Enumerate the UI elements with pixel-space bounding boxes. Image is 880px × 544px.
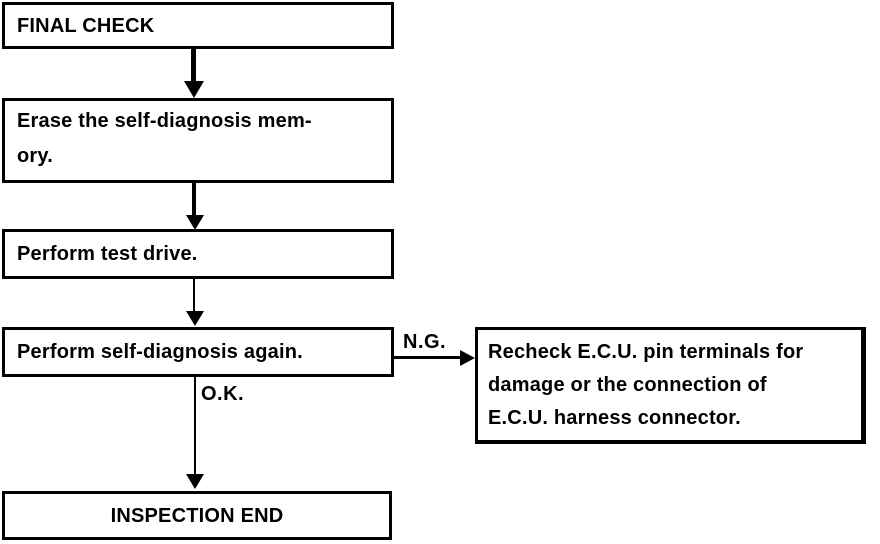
node-recheck-ecu-line3: E.C.U. harness connector.	[488, 407, 741, 429]
node-erase-memory: Erase the self-diagnosis mem- ory.	[2, 98, 394, 183]
arrow-testdrive-to-selfdiag-arrowhead-icon	[186, 311, 204, 326]
edge-label-ok: O.K.	[201, 383, 245, 405]
node-final-check-label: FINAL CHECK	[17, 14, 155, 37]
node-erase-memory-line1: Erase the self-diagnosis mem-	[17, 110, 312, 132]
node-self-diagnosis: Perform self-diagnosis again.	[2, 327, 394, 377]
arrow-erase-to-testdrive-shaft	[192, 183, 196, 216]
node-test-drive: Perform test drive.	[2, 229, 394, 279]
node-inspection-end: INSPECTION END	[2, 491, 392, 540]
arrow-testdrive-to-selfdiag-shaft	[193, 279, 195, 312]
node-inspection-end-label: INSPECTION END	[110, 504, 284, 527]
node-recheck-ecu-line1: Recheck E.C.U. pin terminals for	[488, 341, 804, 363]
node-test-drive-label: Perform test drive.	[17, 243, 198, 265]
arrow-erase-to-testdrive-arrowhead-icon	[186, 215, 204, 230]
node-recheck-ecu-line2: damage or the connection of	[488, 374, 767, 396]
node-erase-memory-line2: ory.	[17, 145, 53, 167]
node-recheck-ecu: Recheck E.C.U. pin terminals for damage …	[475, 327, 866, 444]
edge-label-ng: N.G.	[403, 331, 447, 353]
arrow-selfdiag-to-recheck-arrowhead-icon	[460, 350, 475, 366]
arrow-selfdiag-to-recheck-shaft	[394, 356, 461, 359]
arrow-final-to-erase-shaft	[191, 49, 196, 81]
arrow-selfdiag-to-end-shaft	[194, 377, 196, 475]
arrow-final-to-erase-arrowhead-icon	[184, 81, 204, 98]
node-final-check: FINAL CHECK	[2, 2, 394, 49]
node-self-diagnosis-label: Perform self-diagnosis again.	[17, 341, 303, 363]
arrow-selfdiag-to-end-arrowhead-icon	[186, 474, 204, 489]
